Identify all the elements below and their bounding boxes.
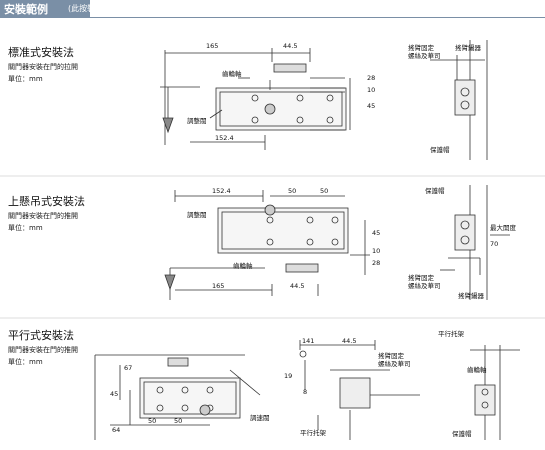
label-adjust-valve: 調整閥 xyxy=(187,210,207,219)
section-desc: 關門器安裝在門的拉開 xyxy=(8,63,78,71)
dim-152-4: 152.4 xyxy=(212,187,231,195)
dim-50a: 50 xyxy=(148,417,156,425)
dim-45: 45 xyxy=(110,390,118,398)
dim-10: 10 xyxy=(372,247,380,255)
section-title: 標准式安裝法 xyxy=(8,46,74,59)
label-gear-shaft: 齒輪軸 xyxy=(233,261,253,270)
top-hung-side-view xyxy=(440,185,510,300)
section-parallel-heading: 平行式安裝法 關門器安裝在門的推開 單位：mm xyxy=(8,327,78,367)
dim-165: 165 xyxy=(212,282,224,290)
section-unit: 單位：mm xyxy=(8,224,43,232)
label-arm-screws: 搖臂固定 xyxy=(408,273,435,282)
dim-50a: 50 xyxy=(288,187,296,195)
dim-45: 45 xyxy=(367,102,375,110)
dim-28: 28 xyxy=(367,74,375,82)
dim-44-5: 44.5 xyxy=(290,282,304,290)
dim-45: 45 xyxy=(372,229,380,237)
label-arm-screws-2: 螺絲及華司 xyxy=(408,51,441,60)
page-title: 安裝範例 xyxy=(4,3,48,16)
dim-44-5: 44.5 xyxy=(283,42,297,50)
section-desc: 關門器安裝在門的推開 xyxy=(8,212,78,220)
dim-28: 28 xyxy=(372,259,380,267)
parallel-side-view xyxy=(299,340,420,440)
label-protective-cap: 保護帽 xyxy=(452,429,472,438)
label-arm-clamp: 搖臂鑷器 xyxy=(455,43,482,52)
page-subtitle: (此按裝圖為門開角度180°) xyxy=(68,4,166,13)
standard-side-view xyxy=(430,40,488,160)
section-unit: 單位：mm xyxy=(8,75,43,83)
parallel-end-view xyxy=(470,345,520,440)
label-gear-shaft: 齒輪軸 xyxy=(467,365,487,374)
dim-64: 64 xyxy=(112,426,120,434)
section-top-hung-heading: 上懸吊式安裝法 關門器安裝在門的推開 單位：mm xyxy=(8,193,85,233)
dim-10: 10 xyxy=(367,86,375,94)
dim-50b: 50 xyxy=(174,417,182,425)
parallel-closer-drawing xyxy=(94,354,261,440)
header-bar xyxy=(0,0,90,18)
label-protective-cap: 保護帽 xyxy=(430,145,450,154)
label-speed-valve: 調速閥 xyxy=(250,413,270,422)
section-standard-heading: 標准式安裝法 關門器安裝在門的拉開 單位：mm xyxy=(8,44,78,84)
standard-closer-drawing xyxy=(160,48,351,150)
label-arm-clamp: 搖臂鑷器 xyxy=(458,291,485,300)
section-title: 上懸吊式安裝法 xyxy=(8,195,85,208)
page-header: 安裝範例 (此按裝圖為門開角度180°) xyxy=(0,0,545,22)
dim-165: 165 xyxy=(206,42,218,50)
label-parallel-bracket: 平行托架 xyxy=(300,428,327,437)
label-parallel-bracket-2: 平行托架 xyxy=(438,329,465,338)
label-adjust-valve: 調整閥 xyxy=(187,116,207,125)
label-arm-screws: 搖臂固定 xyxy=(378,351,405,360)
dim-141: 141 xyxy=(302,337,314,345)
label-max-opening: 最大開度 xyxy=(490,223,517,232)
label-arm-screws-2: 螺絲及華司 xyxy=(408,281,441,290)
section-desc: 關門器安裝在門的推開 xyxy=(8,346,78,354)
dim-67: 67 xyxy=(124,364,132,372)
dim-50b: 50 xyxy=(320,187,328,195)
section-title: 平行式安裝法 xyxy=(8,329,74,342)
dim-44-5: 44.5 xyxy=(342,337,356,345)
label-gear-shaft: 齒輪軸 xyxy=(222,69,242,78)
dim-19: 19 xyxy=(284,372,292,380)
dim-70: 70 xyxy=(490,240,498,248)
label-arm-screws: 搖臂固定 xyxy=(408,43,435,52)
dim-8: 8 xyxy=(303,388,307,396)
header-rule xyxy=(0,17,545,18)
top-hung-closer-drawing xyxy=(164,190,370,300)
label-arm-screws-2: 螺絲及華司 xyxy=(378,359,411,368)
dim-152-4: 152.4 xyxy=(215,134,234,142)
label-protective-cap: 保護帽 xyxy=(425,186,445,195)
section-unit: 單位：mm xyxy=(8,358,43,366)
